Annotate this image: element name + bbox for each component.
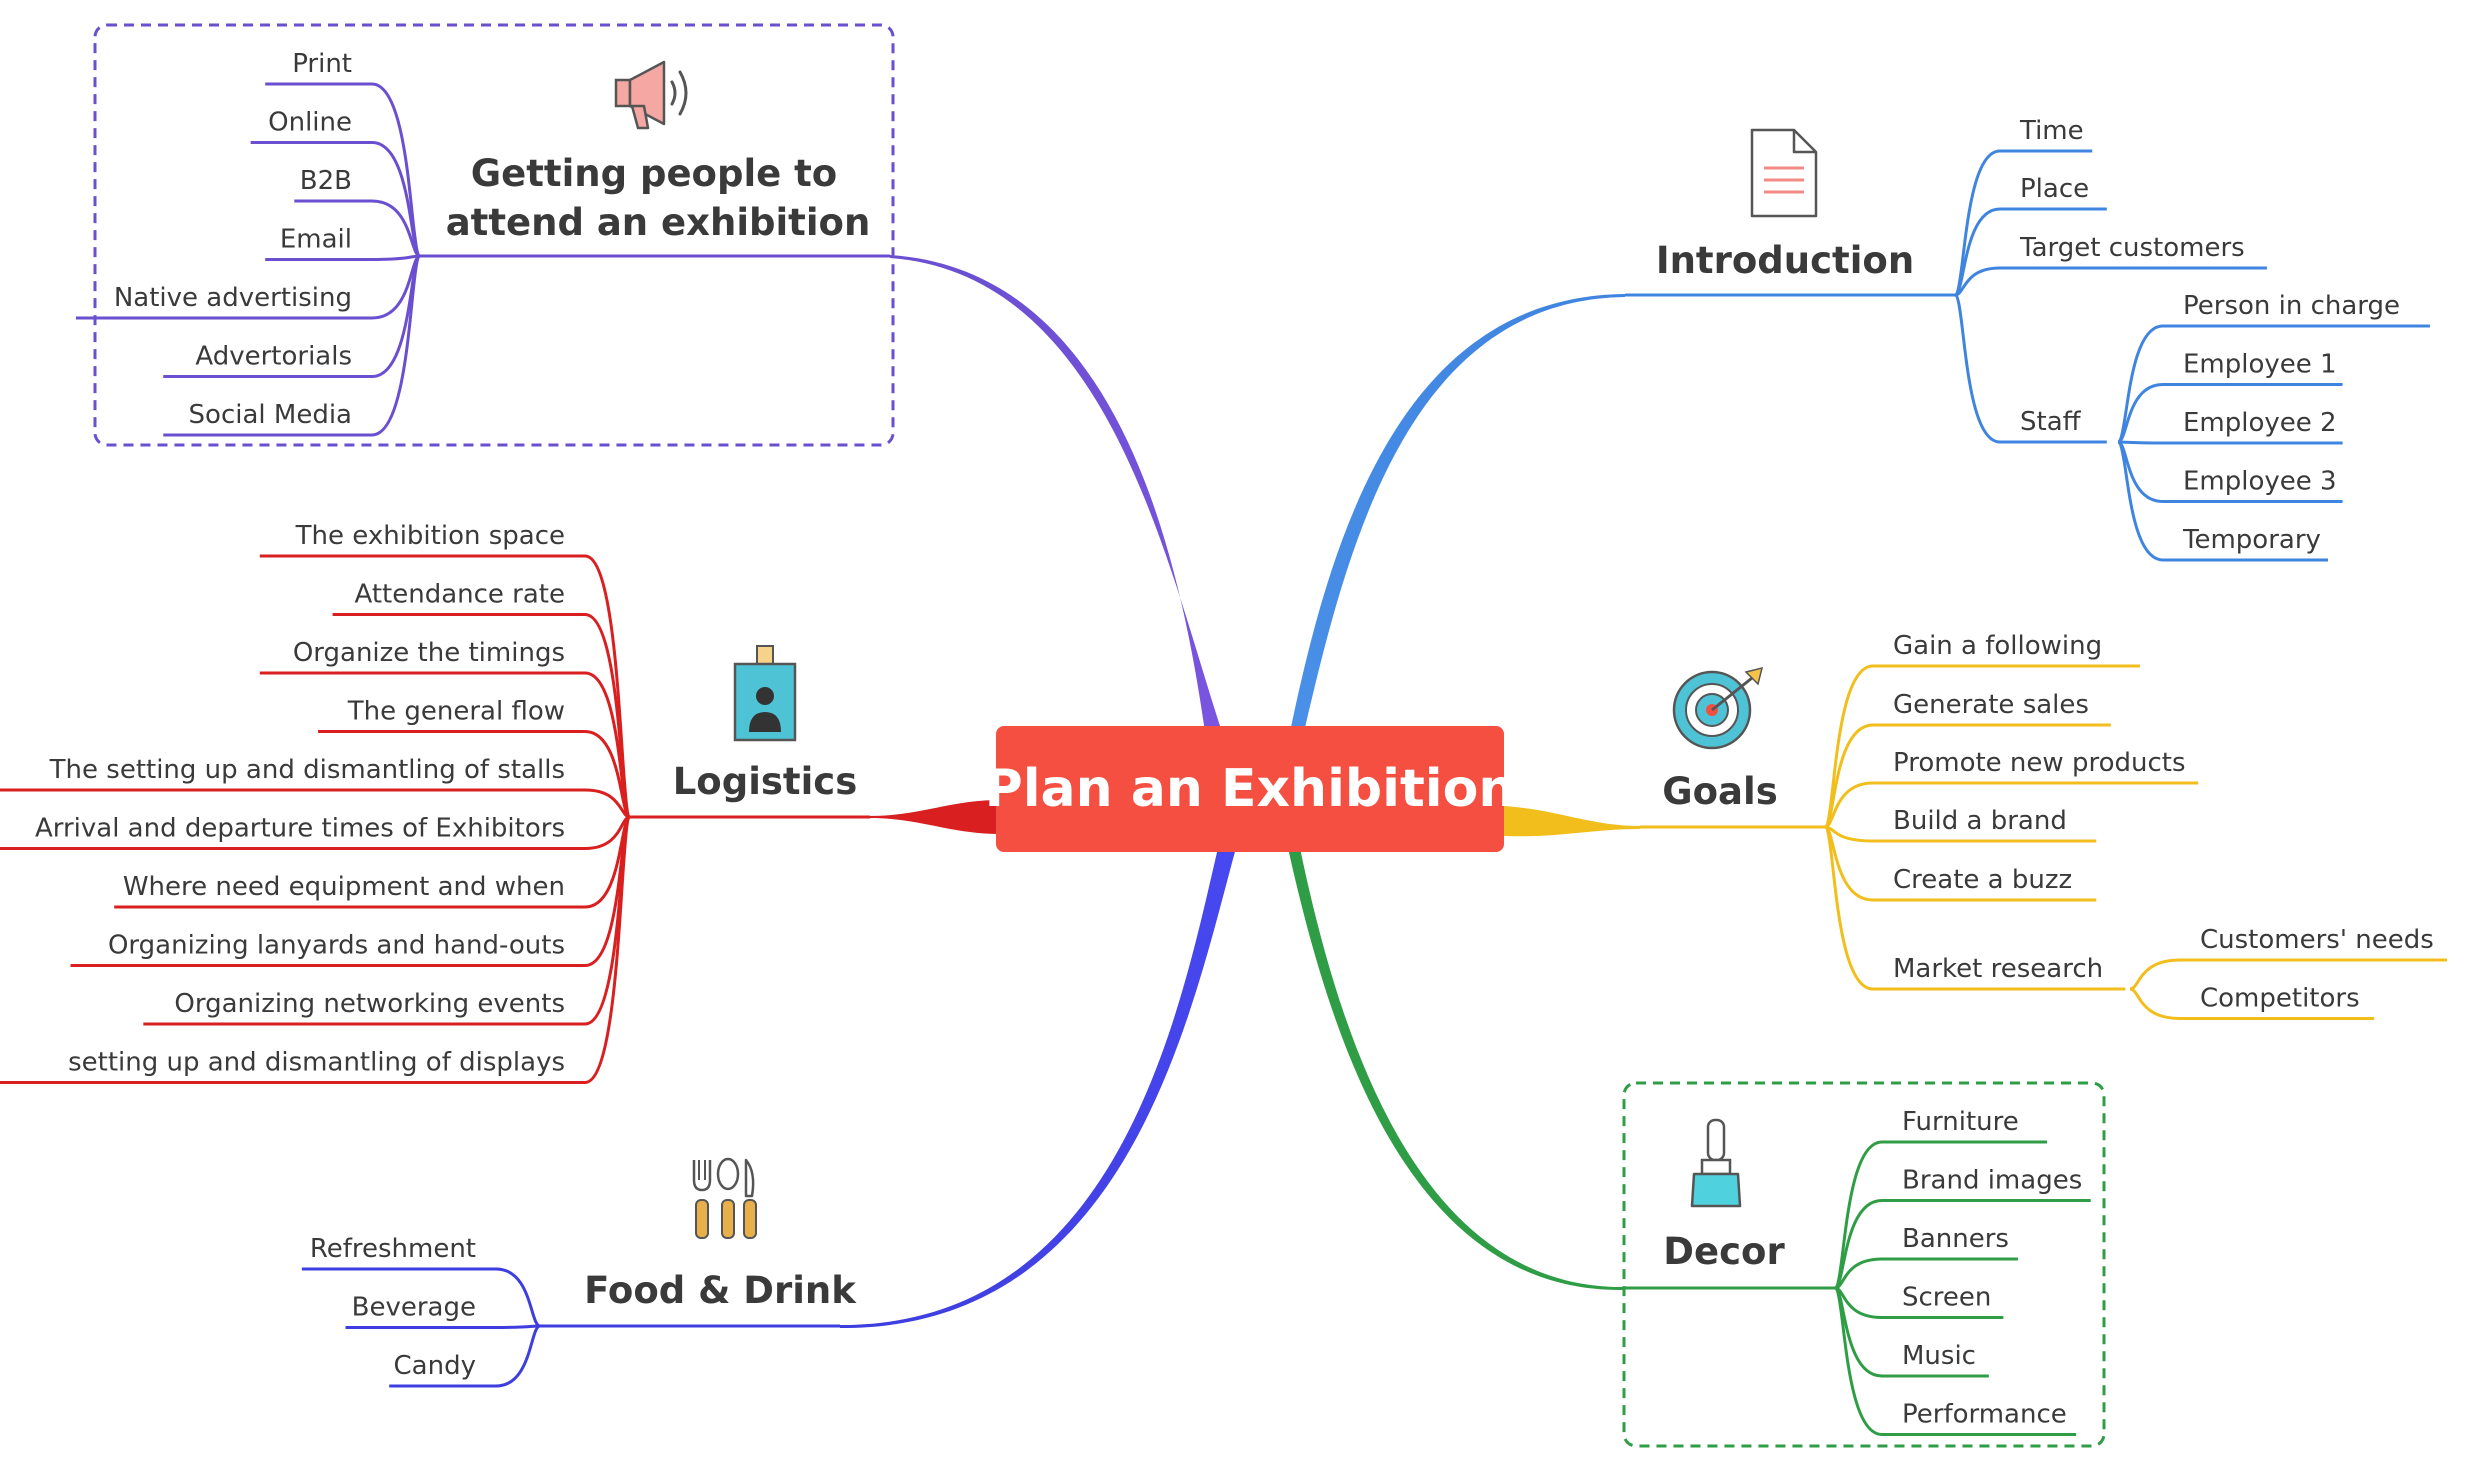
- subtopic-build-a-brand[interactable]: Build a brand: [1893, 806, 2067, 836]
- branch-logistics-connector: [870, 800, 1000, 834]
- subtopic-organizing-lanyards-and-hand-outs[interactable]: Organizing lanyards and hand-outs: [108, 931, 565, 961]
- goals-title[interactable]: Goals: [1662, 770, 1777, 813]
- introduction-title[interactable]: Introduction: [1656, 239, 1914, 282]
- subtopic-connector: [1833, 1140, 2048, 1290]
- subtopic-connector: [301, 1267, 541, 1328]
- subtopic-the-setting-up-and-dismantling-of-stalls[interactable]: The setting up and dismantling of stalls: [49, 755, 565, 785]
- getting-title-line-1[interactable]: Getting people to: [471, 152, 837, 195]
- subtopic-refreshment[interactable]: Refreshment: [310, 1234, 476, 1264]
- subtopic-furniture[interactable]: Furniture: [1902, 1107, 2019, 1137]
- subtopic-organize-the-timings[interactable]: Organize the timings: [293, 638, 565, 668]
- central-topic-label: Plan an Exhibition: [984, 759, 1516, 819]
- subtopic-employee-2[interactable]: Employee 2: [2183, 408, 2337, 438]
- subtopic-generate-sales[interactable]: Generate sales: [1893, 690, 2089, 720]
- subtopic-connector: [1954, 207, 2107, 297]
- subtopic-connector: [318, 730, 631, 819]
- subtopic-performance[interactable]: Performance: [1902, 1400, 2067, 1430]
- subtopic-music[interactable]: Music: [1902, 1341, 1976, 1371]
- document-icon: [1750, 128, 1818, 218]
- subtopic-attendance-rate[interactable]: Attendance rate: [355, 580, 565, 610]
- subtopic-the-exhibition-space[interactable]: The exhibition space: [295, 521, 565, 551]
- target-icon: [1672, 666, 1764, 750]
- id-badge-icon: [733, 645, 797, 742]
- subtopic-promote-new-products[interactable]: Promote new products: [1893, 748, 2186, 778]
- subtopic-brand-images[interactable]: Brand images: [1902, 1166, 2082, 1196]
- subtopic-social-media[interactable]: Social Media: [189, 400, 352, 430]
- subtopic-advertorials[interactable]: Advertorials: [195, 342, 352, 372]
- subtopic-email[interactable]: Email: [280, 225, 352, 255]
- branch-introduction-connector: [1290, 294, 1625, 732]
- subtopic-connector: [0, 815, 632, 1084]
- branch-getting-connector: [890, 255, 1222, 732]
- paint-brush-icon: [1690, 1118, 1742, 1208]
- subtopic-connector: [389, 1324, 541, 1388]
- subtopic-connector: [2116, 440, 2329, 562]
- subtopic-candy[interactable]: Candy: [394, 1351, 476, 1381]
- subtopic-place[interactable]: Place: [2020, 174, 2089, 204]
- subtopic-arrival-and-departure-times-of-exhibitors[interactable]: Arrival and departure times of Exhibitor…: [35, 814, 565, 844]
- subtopic-banners[interactable]: Banners: [1902, 1224, 2009, 1254]
- branch-goals-connector: [1504, 806, 1640, 837]
- subtopic-native-advertising[interactable]: Native advertising: [114, 283, 352, 313]
- subtopic-print[interactable]: Print: [292, 49, 352, 79]
- logistics-title[interactable]: Logistics: [673, 760, 858, 803]
- subtopic-connector: [2129, 958, 2447, 991]
- decor-title[interactable]: Decor: [1663, 1230, 1785, 1273]
- central-topic[interactable]: Plan an Exhibition: [985, 726, 1515, 852]
- branch-decor-connector: [1288, 848, 1625, 1291]
- subtopic-organizing-networking-events[interactable]: Organizing networking events: [174, 989, 565, 1019]
- subtopic-employee-3[interactable]: Employee 3: [2183, 467, 2337, 497]
- subtopic-target-customers[interactable]: Target customers: [2019, 233, 2245, 263]
- subtopic-staff[interactable]: Staff: [2020, 407, 2082, 437]
- subtopic-online[interactable]: Online: [268, 108, 352, 138]
- subtopic-connector: [2117, 440, 2343, 445]
- subtopic-connector: [0, 788, 631, 819]
- subtopic-connector: [1834, 1257, 2018, 1290]
- subtopic-connector: [163, 254, 422, 437]
- subtopic-gain-a-following[interactable]: Gain a following: [1893, 631, 2102, 661]
- subtopic-the-general-flow[interactable]: The general flow: [347, 697, 565, 727]
- subtopic-where-need-equipment-and-when[interactable]: Where need equipment and when: [123, 872, 565, 902]
- subtopic-connector: [1833, 1286, 2077, 1436]
- subtopic-connector: [259, 671, 632, 819]
- subtopic-temporary[interactable]: Temporary: [2182, 525, 2321, 555]
- subtopic-screen[interactable]: Screen: [1902, 1283, 1991, 1313]
- subtopic-setting-up-and-dismantling-of-displays[interactable]: setting up and dismantling of displays: [68, 1048, 565, 1078]
- getting-title-line-2[interactable]: attend an exhibition: [446, 201, 871, 244]
- subtopic-connector: [265, 254, 421, 261]
- decor-boundary: [1622, 1081, 2106, 1448]
- subtopic-connector: [1953, 293, 2107, 444]
- subtopic-connector: [294, 199, 421, 258]
- cutlery-icon: [692, 1157, 757, 1239]
- getting-boundary: [93, 23, 895, 447]
- subtopic-customers-needs[interactable]: Customers' needs: [2200, 925, 2434, 955]
- subtopic-connector: [1954, 266, 2267, 297]
- subtopic-beverage[interactable]: Beverage: [352, 1293, 476, 1323]
- megaphone-icon: [614, 60, 688, 130]
- subtopic-competitors[interactable]: Competitors: [2200, 984, 2360, 1014]
- subtopic-connector: [1824, 781, 2199, 829]
- subtopic-create-a-buzz[interactable]: Create a buzz: [1893, 865, 2072, 895]
- food-title[interactable]: Food & Drink: [584, 1269, 857, 1312]
- subtopic-connector: [1833, 1199, 2091, 1290]
- subtopic-employee-1[interactable]: Employee 1: [2183, 350, 2337, 380]
- subtopic-connector: [2129, 987, 2375, 1020]
- branch-food-connector: [840, 848, 1236, 1329]
- subtopic-person-in-charge[interactable]: Person in charge: [2183, 291, 2400, 321]
- subtopic-connector: [345, 1324, 541, 1329]
- subtopic-connector: [1823, 825, 2126, 991]
- subtopic-connector: [2117, 383, 2343, 444]
- subtopic-time[interactable]: Time: [2019, 116, 2084, 146]
- subtopic-market-research[interactable]: Market research: [1893, 954, 2103, 984]
- subtopic-b2b[interactable]: B2B: [300, 166, 352, 196]
